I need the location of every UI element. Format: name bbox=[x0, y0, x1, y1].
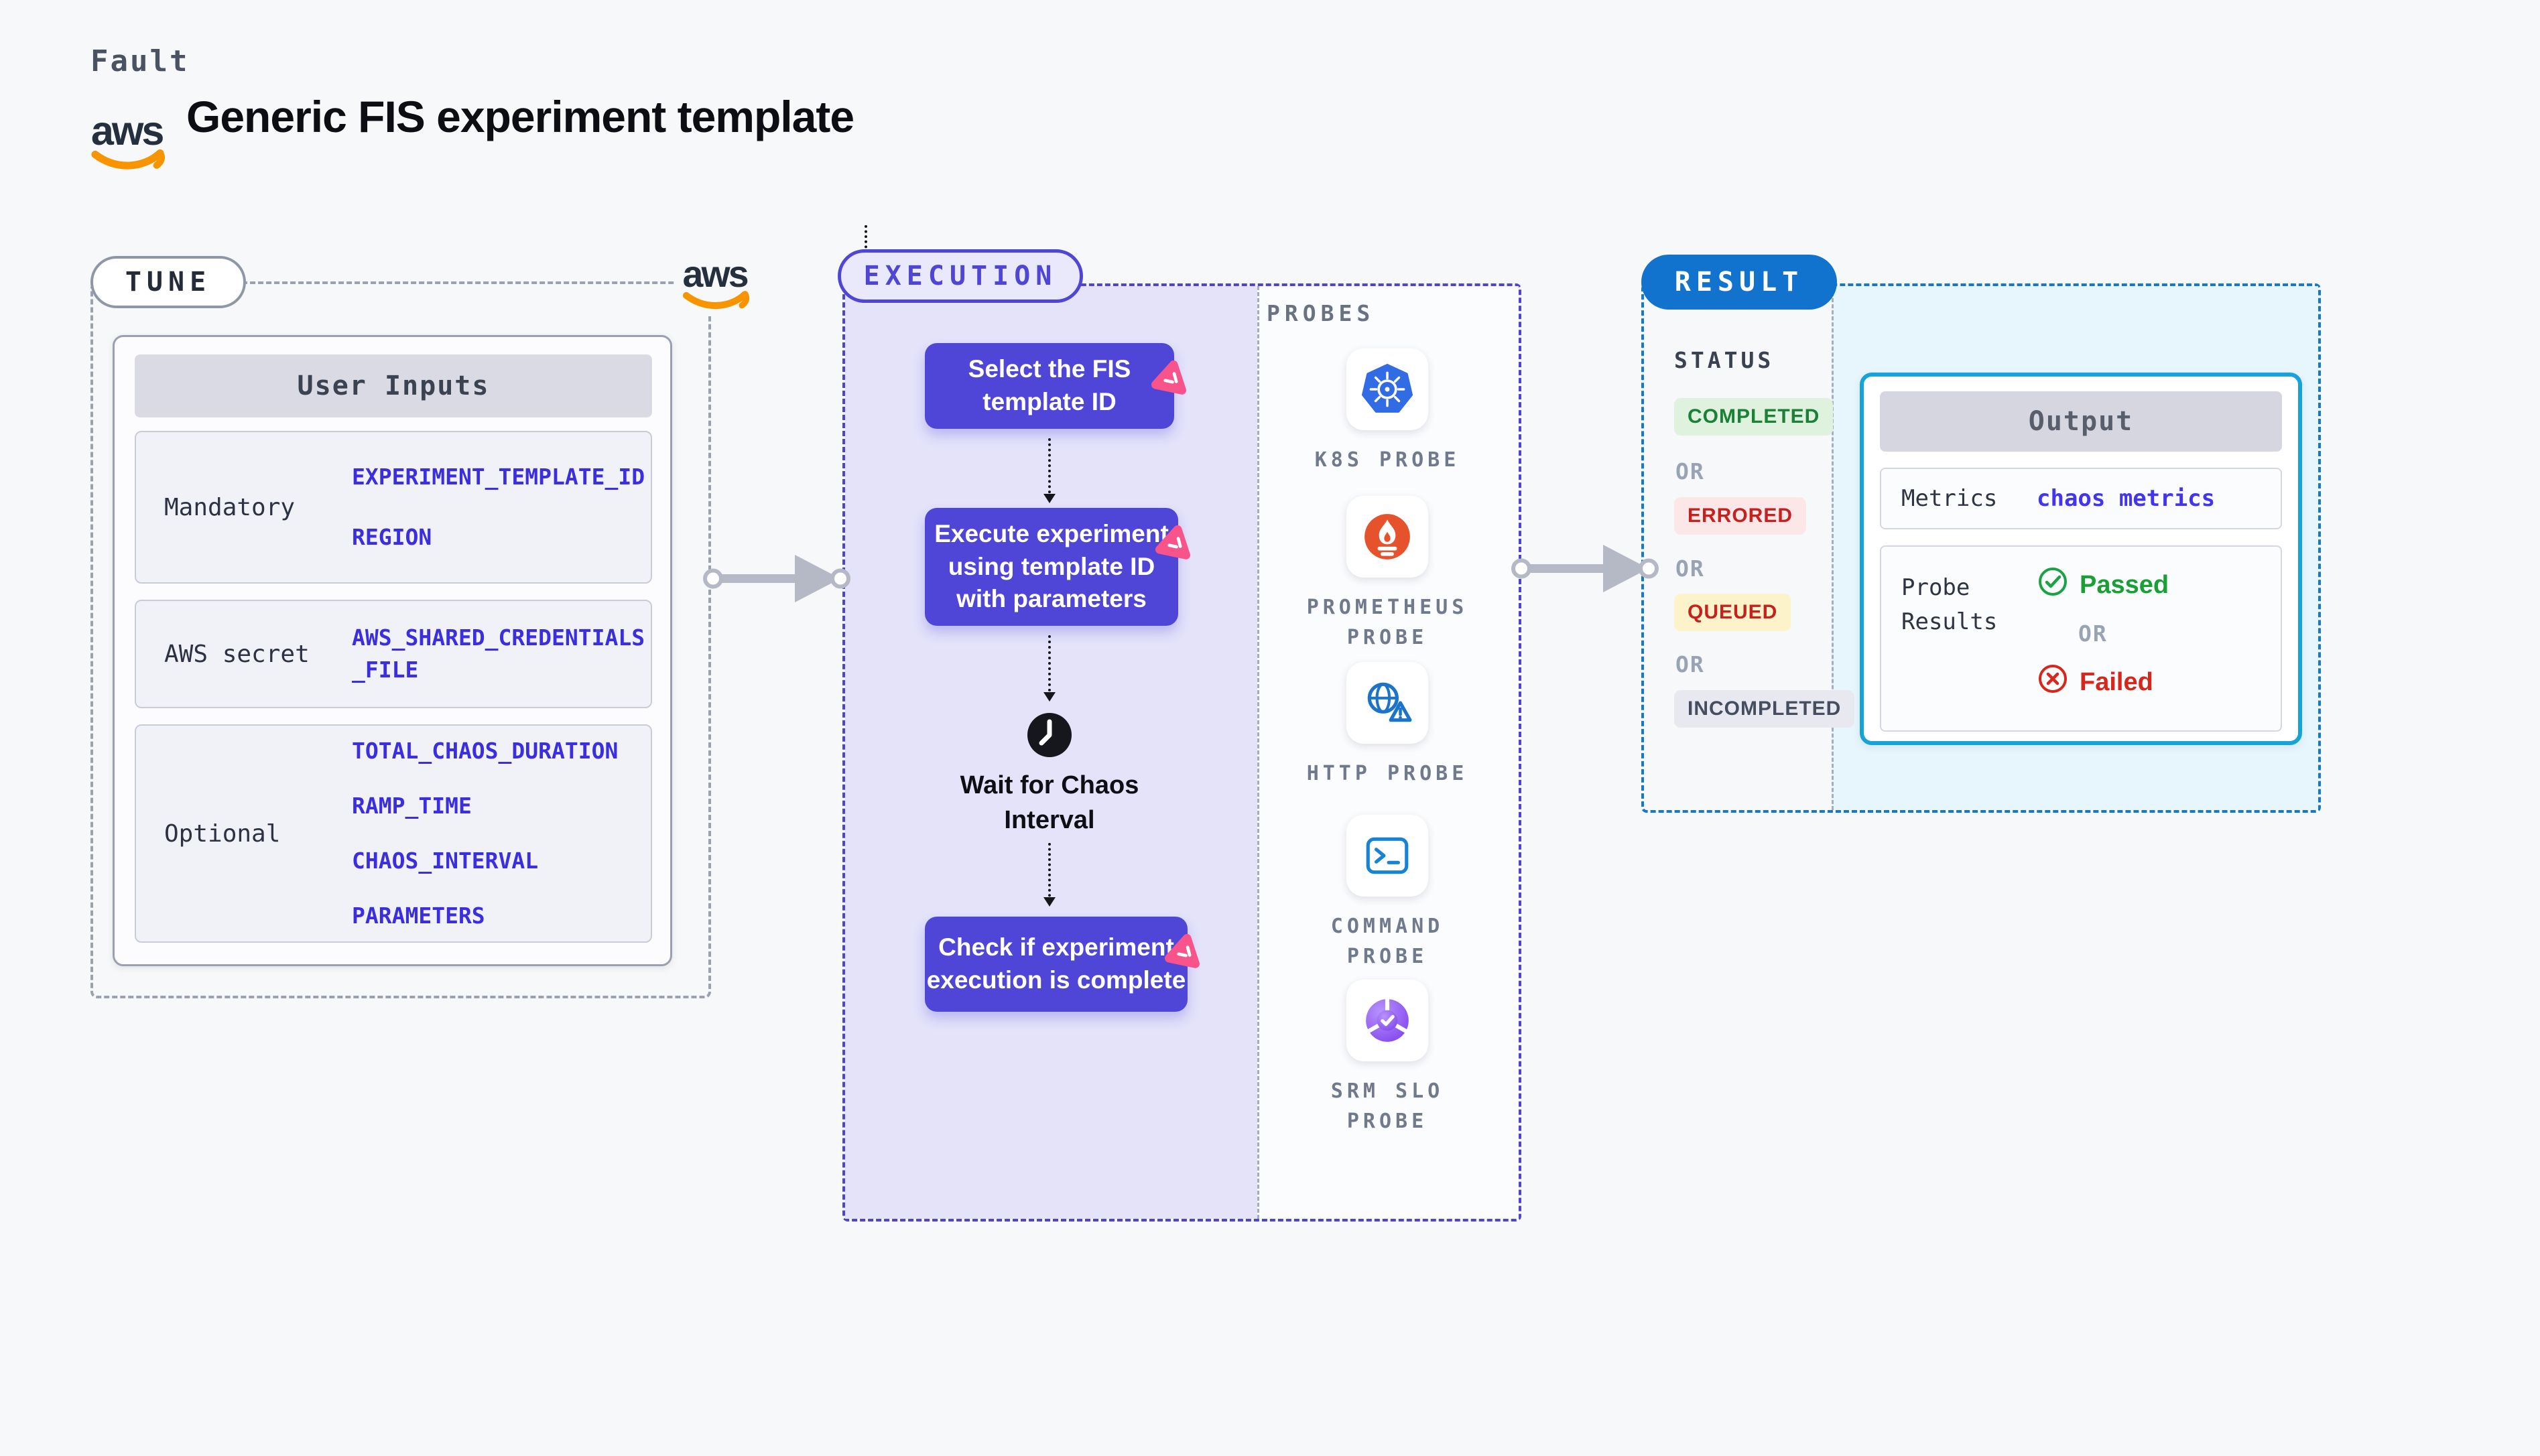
step-label: Execute experiment using template ID wit… bbox=[934, 519, 1169, 613]
clock-icon bbox=[1026, 712, 1073, 758]
srm-slo-icon bbox=[1346, 980, 1428, 1061]
aws-smile-icon bbox=[682, 291, 749, 310]
arrow-right-icon bbox=[703, 555, 850, 602]
output-card: Output Metrics chaos metrics Probe Resul… bbox=[1860, 373, 2302, 745]
aws-logo: aws bbox=[87, 99, 174, 174]
or-label: OR bbox=[1675, 651, 1705, 677]
result-panel-divider bbox=[1832, 286, 1834, 810]
verdict-label: Passed bbox=[2080, 570, 2169, 599]
probe-k8s: K8S PROBE bbox=[1267, 348, 1508, 475]
user-inputs-header: User Inputs bbox=[135, 354, 652, 417]
verdict-passed: Passed bbox=[2037, 566, 2169, 604]
execution-connector-stub bbox=[865, 225, 867, 253]
tune-section-pill: TUNE bbox=[90, 256, 246, 308]
probe-prometheus: PROMETHEUS PROBE bbox=[1267, 496, 1508, 653]
chaos-badge-icon bbox=[1154, 489, 1196, 559]
table-row-optional: Optional TOTAL_CHAOS_DURATION RAMP_TIME … bbox=[135, 724, 652, 943]
flow-arrow-tune-to-execution bbox=[702, 541, 851, 616]
execution-panel-divider bbox=[1257, 286, 1259, 1219]
result-section-pill: RESULT bbox=[1641, 255, 1837, 310]
status-badge-completed: COMPLETED bbox=[1674, 398, 1834, 436]
probe-srm-slo: SRM SLO PROBE bbox=[1267, 980, 1508, 1136]
terminal-icon bbox=[1346, 815, 1428, 897]
page-title: Generic FIS experiment template bbox=[186, 92, 854, 141]
tune-section bbox=[90, 281, 711, 998]
table-row-mandatory: Mandatory EXPERIMENT_TEMPLATE_ID REGION bbox=[135, 431, 652, 584]
aws-logo-text: aws bbox=[91, 108, 163, 153]
table-row-aws-secret: AWS secret AWS_SHARED_CREDENTIALS _FILE bbox=[135, 600, 652, 708]
kubernetes-icon bbox=[1346, 348, 1428, 430]
user-inputs-table: User Inputs Mandatory EXPERIMENT_TEMPLAT… bbox=[113, 335, 672, 966]
aws-smile-icon bbox=[91, 149, 164, 170]
metrics-label: Metrics bbox=[1901, 485, 1998, 512]
wait-step-label: Wait for Chaos Interval bbox=[960, 771, 1139, 835]
aws-corner-logo-graphic: aws bbox=[682, 253, 750, 310]
probe-results-label: Probe Results bbox=[1901, 574, 1998, 635]
input-value: TOTAL_CHAOS_DURATION bbox=[352, 738, 619, 765]
step-label: Select the FIS template ID bbox=[968, 355, 1131, 415]
row-label: AWS secret bbox=[164, 640, 310, 668]
row-label: Mandatory bbox=[164, 493, 296, 521]
arrow-right-icon bbox=[1511, 545, 1659, 592]
step-check-complete: Check if experiment execution is complet… bbox=[925, 917, 1200, 1012]
input-value: PARAMETERS bbox=[352, 902, 485, 929]
metrics-value: chaos metrics bbox=[2037, 485, 2216, 512]
probes-panel bbox=[1257, 286, 1519, 1219]
http-globe-icon bbox=[1346, 662, 1428, 744]
metrics-row: Metrics chaos metrics bbox=[1880, 468, 2282, 529]
input-value: RAMP_TIME bbox=[352, 793, 472, 819]
verdict-failed: Failed bbox=[2037, 663, 2169, 702]
step-execute-experiment: Execute experiment using template ID wit… bbox=[925, 508, 1190, 626]
chaos-badge-icon bbox=[1163, 898, 1205, 968]
input-value: AWS_SHARED_CREDENTIALS _FILE bbox=[352, 624, 645, 683]
probe-label: PROMETHEUS PROBE bbox=[1306, 596, 1468, 649]
step-label: Check if experiment execution is complet… bbox=[926, 933, 1186, 994]
verdict-label: Failed bbox=[2080, 667, 2153, 696]
flow-arrow-down bbox=[1043, 438, 1056, 503]
or-label: OR bbox=[1675, 458, 1705, 484]
status-title: STATUS bbox=[1674, 347, 1775, 373]
prometheus-icon bbox=[1346, 496, 1428, 578]
brand-label: Fault bbox=[90, 44, 190, 78]
check-circle-icon bbox=[2037, 566, 2069, 604]
probe-label: HTTP PROBE bbox=[1306, 762, 1468, 785]
aws-corner-logo: aws bbox=[676, 243, 761, 316]
probe-label: SRM SLO PROBE bbox=[1330, 1079, 1444, 1133]
step-select-template: Select the FIS template ID bbox=[925, 343, 1186, 429]
row-label: Optional bbox=[164, 819, 281, 848]
chaos-badge-icon bbox=[1150, 324, 1192, 395]
flow-arrow-down bbox=[1043, 843, 1056, 907]
input-value: CHAOS_INTERVAL bbox=[352, 848, 539, 874]
probe-label: COMMAND PROBE bbox=[1330, 915, 1444, 968]
execution-section-pill: EXECUTION bbox=[838, 249, 1083, 303]
or-label: OR bbox=[2078, 620, 2108, 647]
probe-command: COMMAND PROBE bbox=[1267, 815, 1508, 972]
probe-results-row: Probe Results Passed OR Failed bbox=[1880, 545, 2282, 732]
aws-logo-text: aws bbox=[682, 253, 747, 295]
flow-arrow-execution-to-result bbox=[1511, 531, 1659, 606]
flow-arrow-down bbox=[1043, 635, 1056, 702]
output-header: Output bbox=[1880, 391, 2282, 452]
input-value: EXPERIMENT_TEMPLATE_ID bbox=[352, 464, 645, 490]
x-circle-icon bbox=[2037, 663, 2069, 702]
probe-label: K8S PROBE bbox=[1314, 448, 1460, 472]
status-badge-incompleted: INCOMPLETED bbox=[1674, 690, 1855, 728]
aws-logo-graphic: aws bbox=[91, 108, 165, 170]
status-badge-errored: ERRORED bbox=[1674, 497, 1807, 535]
input-value: REGION bbox=[352, 524, 432, 550]
or-label: OR bbox=[1675, 555, 1705, 582]
probe-http: HTTP PROBE bbox=[1267, 662, 1508, 789]
status-badge-queued: QUEUED bbox=[1674, 594, 1791, 631]
probes-title: PROBES bbox=[1267, 300, 1375, 326]
